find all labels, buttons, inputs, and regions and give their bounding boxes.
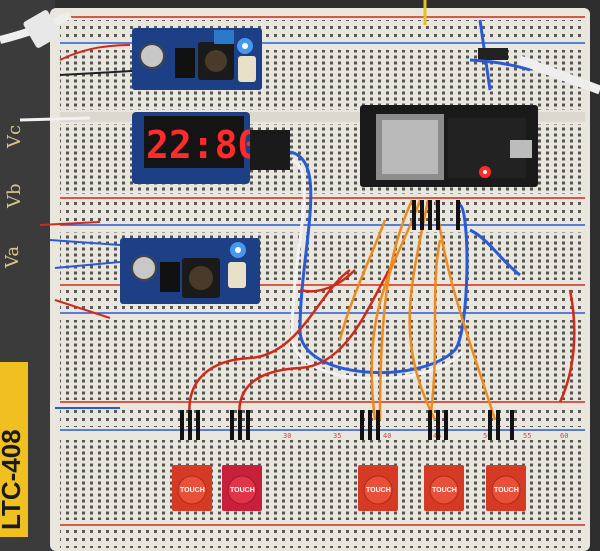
buck-converter-middle (120, 238, 260, 304)
touch-pad-label: TOUCH (180, 487, 205, 494)
col-num-50: 50 (483, 432, 491, 440)
col-num-60: 60 (560, 432, 568, 440)
touch-pad-label: TOUCH (432, 487, 457, 494)
sticker-text: LTC-408 (0, 429, 26, 530)
touch-pad-2[interactable]: TOUCH (222, 465, 262, 511)
col-num-30: 30 (283, 432, 291, 440)
rail-label-vc: Vc (4, 125, 25, 149)
touch-pad-5[interactable]: TOUCH (486, 465, 526, 511)
yellow-sticker (0, 362, 28, 537)
col-num-55: 55 (523, 432, 531, 440)
touch-pad-label: TOUCH (230, 487, 255, 494)
touch-pad-1[interactable]: TOUCH (172, 465, 212, 511)
buck-converter-top (132, 28, 262, 90)
touch-pad-4[interactable]: TOUCH (424, 465, 464, 511)
col-num-40: 40 (383, 432, 391, 440)
touch-pad-label: TOUCH (366, 487, 391, 494)
touch-pad-3[interactable]: TOUCH (358, 465, 398, 511)
col-num-35: 35 (333, 432, 341, 440)
touch-pad-label: TOUCH (494, 487, 519, 494)
display-reading: 22:80 (146, 123, 260, 167)
rail-label-va: Va (2, 246, 23, 269)
rail-label-vb: Vb (4, 183, 25, 209)
seven-segment-display: 22:80 (132, 112, 290, 184)
esp32-board (360, 105, 538, 187)
